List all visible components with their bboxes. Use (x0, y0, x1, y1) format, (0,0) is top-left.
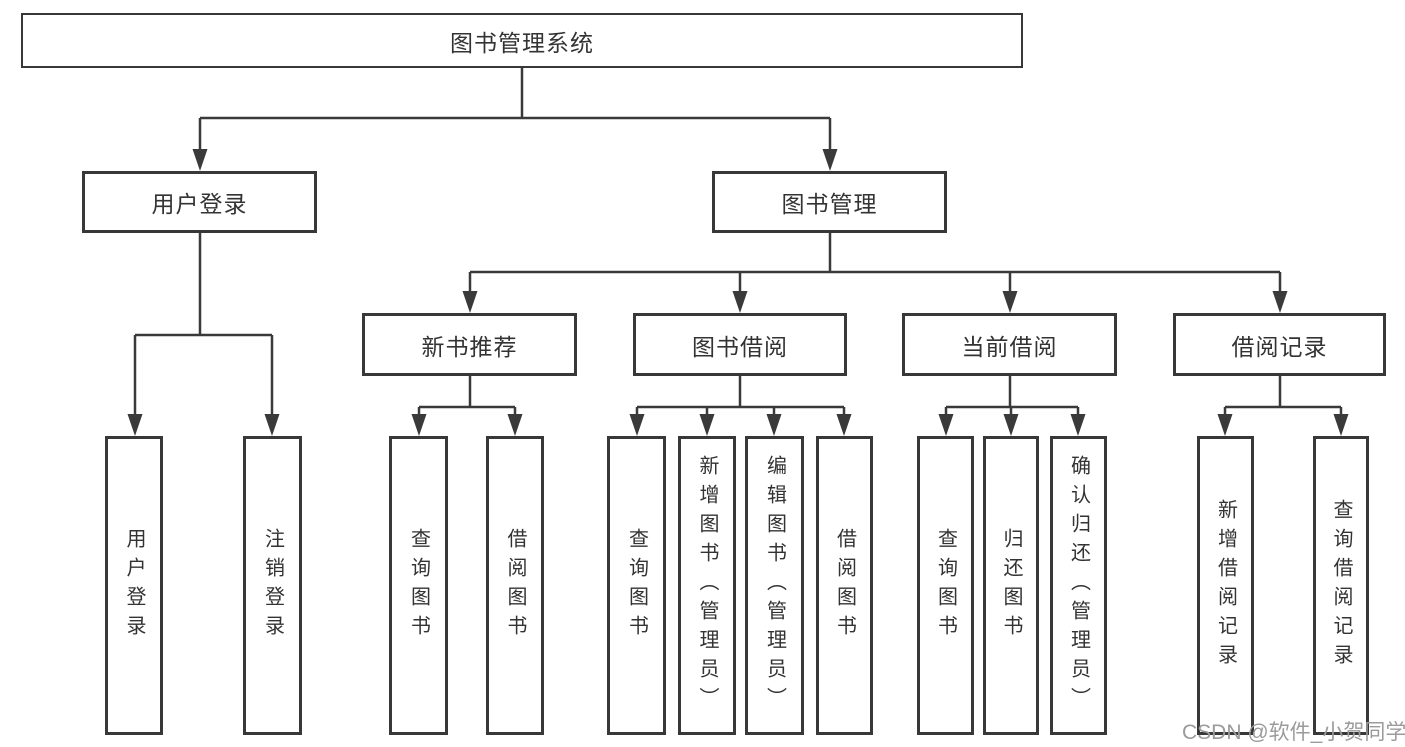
arrowhead-cb-confirm (1070, 414, 1086, 436)
node-library-system-label: 图书管理系统 (450, 29, 594, 56)
node-new-book-recommend-label: 新书推荐 (421, 333, 518, 360)
leaf-borrow-books-label: 借阅图书 (833, 527, 856, 644)
arrowhead-bb-add (699, 414, 715, 436)
leaf-user-login: 用户登录 (105, 436, 163, 735)
leaf-add-books-admin-label: 新增图书（管理员） (696, 455, 718, 716)
leaf-return-books: 归还图书 (983, 436, 1039, 735)
leaf-add-books-admin: 新增图书（管理员） (678, 436, 736, 735)
arrowhead-bb-edit (766, 414, 782, 436)
leaf-logout-label: 注销登录 (261, 527, 284, 644)
wire-book-borrow-children (635, 376, 846, 416)
leaf-current-query-books: 查询图书 (917, 436, 974, 735)
leaf-logout: 注销登录 (243, 436, 302, 735)
leaf-edit-books-admin-label: 编辑图书（管理员） (763, 455, 786, 716)
node-book-management: 图书管理 (712, 171, 947, 233)
arrowhead-br-add (1217, 414, 1233, 436)
leaf-confirm-return-admin-label: 确认归还（管理员） (1067, 455, 1090, 716)
wire-new-book-children (417, 376, 517, 416)
arrowhead-nb-borrow (507, 414, 523, 436)
wire-current-borrow-children (944, 376, 1080, 416)
arrowhead-borrow-records (1272, 291, 1288, 313)
leaf-current-query-books-label: 查询图书 (934, 527, 957, 644)
wire-book-management-children (468, 233, 1282, 293)
arrowhead-book-borrow (732, 291, 748, 313)
node-book-management-label: 图书管理 (781, 191, 878, 217)
leaf-return-books-label: 归还图书 (1000, 527, 1022, 644)
arrowhead-leaf-user-login (127, 414, 143, 436)
wire-borrow-records-children (1223, 376, 1343, 416)
arrowhead-new-book (462, 291, 478, 313)
arrowhead-bb-borrow (836, 414, 852, 436)
leaf-borrow-books: 借阅图书 (816, 436, 873, 735)
leaf-newbook-borrow-books-label: 借阅图书 (504, 527, 526, 644)
leaf-edit-books-admin: 编辑图书（管理员） (745, 436, 804, 735)
arrowhead-book-management (822, 149, 838, 171)
node-new-book-recommend: 新书推荐 (362, 313, 577, 376)
leaf-newbook-borrow-books: 借阅图书 (486, 436, 544, 735)
leaf-user-login-label: 用户登录 (123, 527, 145, 644)
arrowhead-cb-return (1003, 414, 1019, 436)
arrowhead-bb-query (629, 414, 645, 436)
leaf-query-borrow-record: 查询借阅记录 (1313, 436, 1369, 735)
csdn-watermark: CSDN @软件_小贺同学 (1182, 721, 1405, 744)
leaf-borrow-query-books-label: 查询图书 (625, 527, 648, 644)
arrowhead-current-borrow (1002, 291, 1018, 313)
arrowhead-cb-query (938, 414, 954, 436)
arrowhead-user-login (192, 149, 208, 171)
leaf-newbook-query-books: 查询图书 (389, 436, 448, 735)
leaf-query-borrow-record-label: 查询借阅记录 (1330, 498, 1352, 673)
arrowhead-br-query (1333, 414, 1349, 436)
leaf-borrow-query-books: 查询图书 (607, 436, 666, 735)
wire-user-login-children (133, 233, 274, 416)
leaf-newbook-query-books-label: 查询图书 (407, 527, 430, 644)
node-book-borrow: 图书借阅 (633, 313, 847, 376)
node-borrow-records-label: 借阅记录 (1231, 333, 1328, 360)
node-user-login-label: 用户登录 (151, 191, 248, 217)
node-current-borrow: 当前借阅 (902, 313, 1117, 376)
leaf-confirm-return-admin: 确认归还（管理员） (1050, 436, 1107, 735)
node-current-borrow-label: 当前借阅 (961, 333, 1058, 360)
leaf-add-borrow-record: 新增借阅记录 (1197, 436, 1254, 735)
node-borrow-records: 借阅记录 (1173, 313, 1386, 376)
node-book-borrow-label: 图书借阅 (692, 333, 788, 360)
arrowhead-leaf-logout (264, 414, 280, 436)
node-user-login: 用户登录 (82, 171, 317, 233)
wire-root-to-level2 (198, 68, 832, 151)
leaf-add-borrow-record-label: 新增借阅记录 (1214, 498, 1237, 673)
node-library-system: 图书管理系统 (21, 13, 1023, 68)
arrowhead-nb-query (411, 414, 427, 436)
